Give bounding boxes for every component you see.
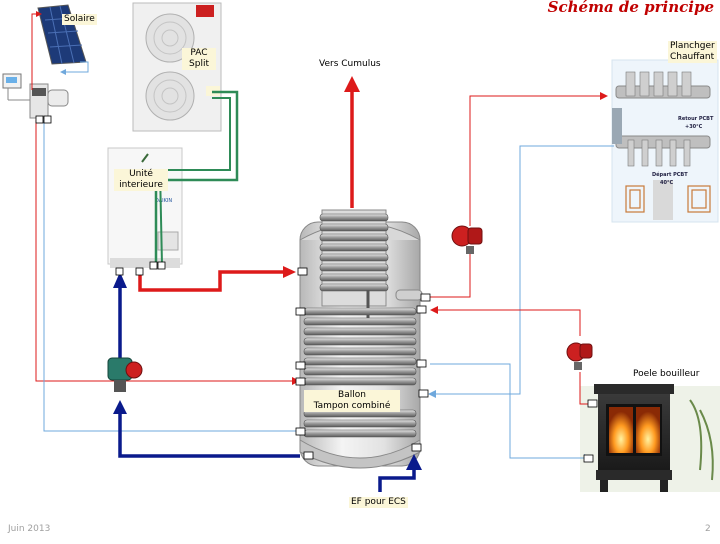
heat-pump-outdoor-unit-illustration xyxy=(132,2,222,132)
arrow-floor-heating-return xyxy=(428,390,436,398)
pipe-refrigerant-2 xyxy=(158,97,231,266)
pipe-heatpump-return xyxy=(118,410,300,458)
label-ballon-line1: Ballon xyxy=(338,390,366,400)
wood-stove-illustration xyxy=(580,384,720,492)
label-poele-bouilleur: Poele bouilleur xyxy=(633,369,700,379)
solar-controller-illustration xyxy=(2,73,69,119)
pipes xyxy=(31,13,614,492)
arrow-heatpump-flow xyxy=(283,266,296,278)
footer-date: Juin 2013 xyxy=(8,524,51,534)
arrow-heatpump-return-up-2 xyxy=(113,272,127,288)
label-plancher-chauffant: Planchger Chauffant xyxy=(668,41,717,63)
arrow-stove-flow xyxy=(430,306,438,314)
indoor-unit-brand: DAIKIN xyxy=(155,198,172,204)
arrow-heatpump-return-up-1 xyxy=(113,400,127,414)
pipe-heatpump-flow xyxy=(138,270,283,292)
pipe-floor-heating-return xyxy=(432,145,614,395)
label-pac-line1: PAC xyxy=(190,48,208,58)
label-plancher-line2: Chauffant xyxy=(670,52,715,62)
slide-title: Schéma de principe xyxy=(547,0,714,16)
pump-heatpump-loop xyxy=(107,357,143,392)
buffer-tank xyxy=(299,209,423,469)
arrowheads xyxy=(36,11,608,470)
connection-ports xyxy=(35,115,598,463)
pipe-floor-heating-supply xyxy=(430,247,471,298)
label-ballon-line2: Tampon combiné xyxy=(313,401,391,411)
label-pac-line2: Split xyxy=(189,59,209,69)
manifold-depart-temp: 40°C xyxy=(660,180,673,186)
label-ballon: Ballon Tampon combiné xyxy=(304,390,400,412)
pipe-stove-return xyxy=(430,363,586,459)
solar-panel-illustration xyxy=(37,4,87,65)
floor-heating-manifold-illustration: Retour PCBT +30°C Départ PCBT 40°C xyxy=(611,59,719,223)
pipe-floor-heating-supply-upper xyxy=(469,95,606,226)
pipe-stove-flow-upper xyxy=(434,309,581,336)
arrow-floor-heating-supply xyxy=(600,92,608,100)
pump-floor-heating xyxy=(451,225,483,254)
label-pac: PAC Split xyxy=(182,48,216,70)
label-unite-line1: Unité xyxy=(129,169,153,179)
indoor-unit-illustration: DAIKIN xyxy=(107,147,183,268)
label-unite-interieure: Unité interieure xyxy=(114,169,168,191)
arrow-solar-panel-return xyxy=(36,11,42,17)
pipe-refrigerant-1 xyxy=(154,90,239,265)
label-plancher-line1: Planchger xyxy=(670,41,715,51)
manifold-depart-text: Départ PCBT xyxy=(652,171,688,178)
pipe-solar-return xyxy=(31,13,40,90)
label-ef-ecs: EF pour ECS xyxy=(349,497,408,508)
label-solaire: Solaire xyxy=(62,14,97,25)
manifold-retour-temp: +30°C xyxy=(685,124,703,130)
manifold-retour-text: Retour PCBT xyxy=(678,116,714,122)
arrow-vers-cumulus xyxy=(344,76,360,92)
pipe-solar-flow xyxy=(62,61,89,73)
footer-page-number: 2 xyxy=(705,524,711,534)
dhw-coil xyxy=(319,213,389,292)
label-vers-cumulus: Vers Cumulus xyxy=(319,59,381,69)
arrow-ef-ecs xyxy=(406,454,422,470)
pump-stove xyxy=(566,342,593,370)
label-unite-line2: interieure xyxy=(119,180,163,190)
arrow-solar-panel-flow xyxy=(60,69,66,75)
pipe-ef-ecs xyxy=(378,466,416,492)
